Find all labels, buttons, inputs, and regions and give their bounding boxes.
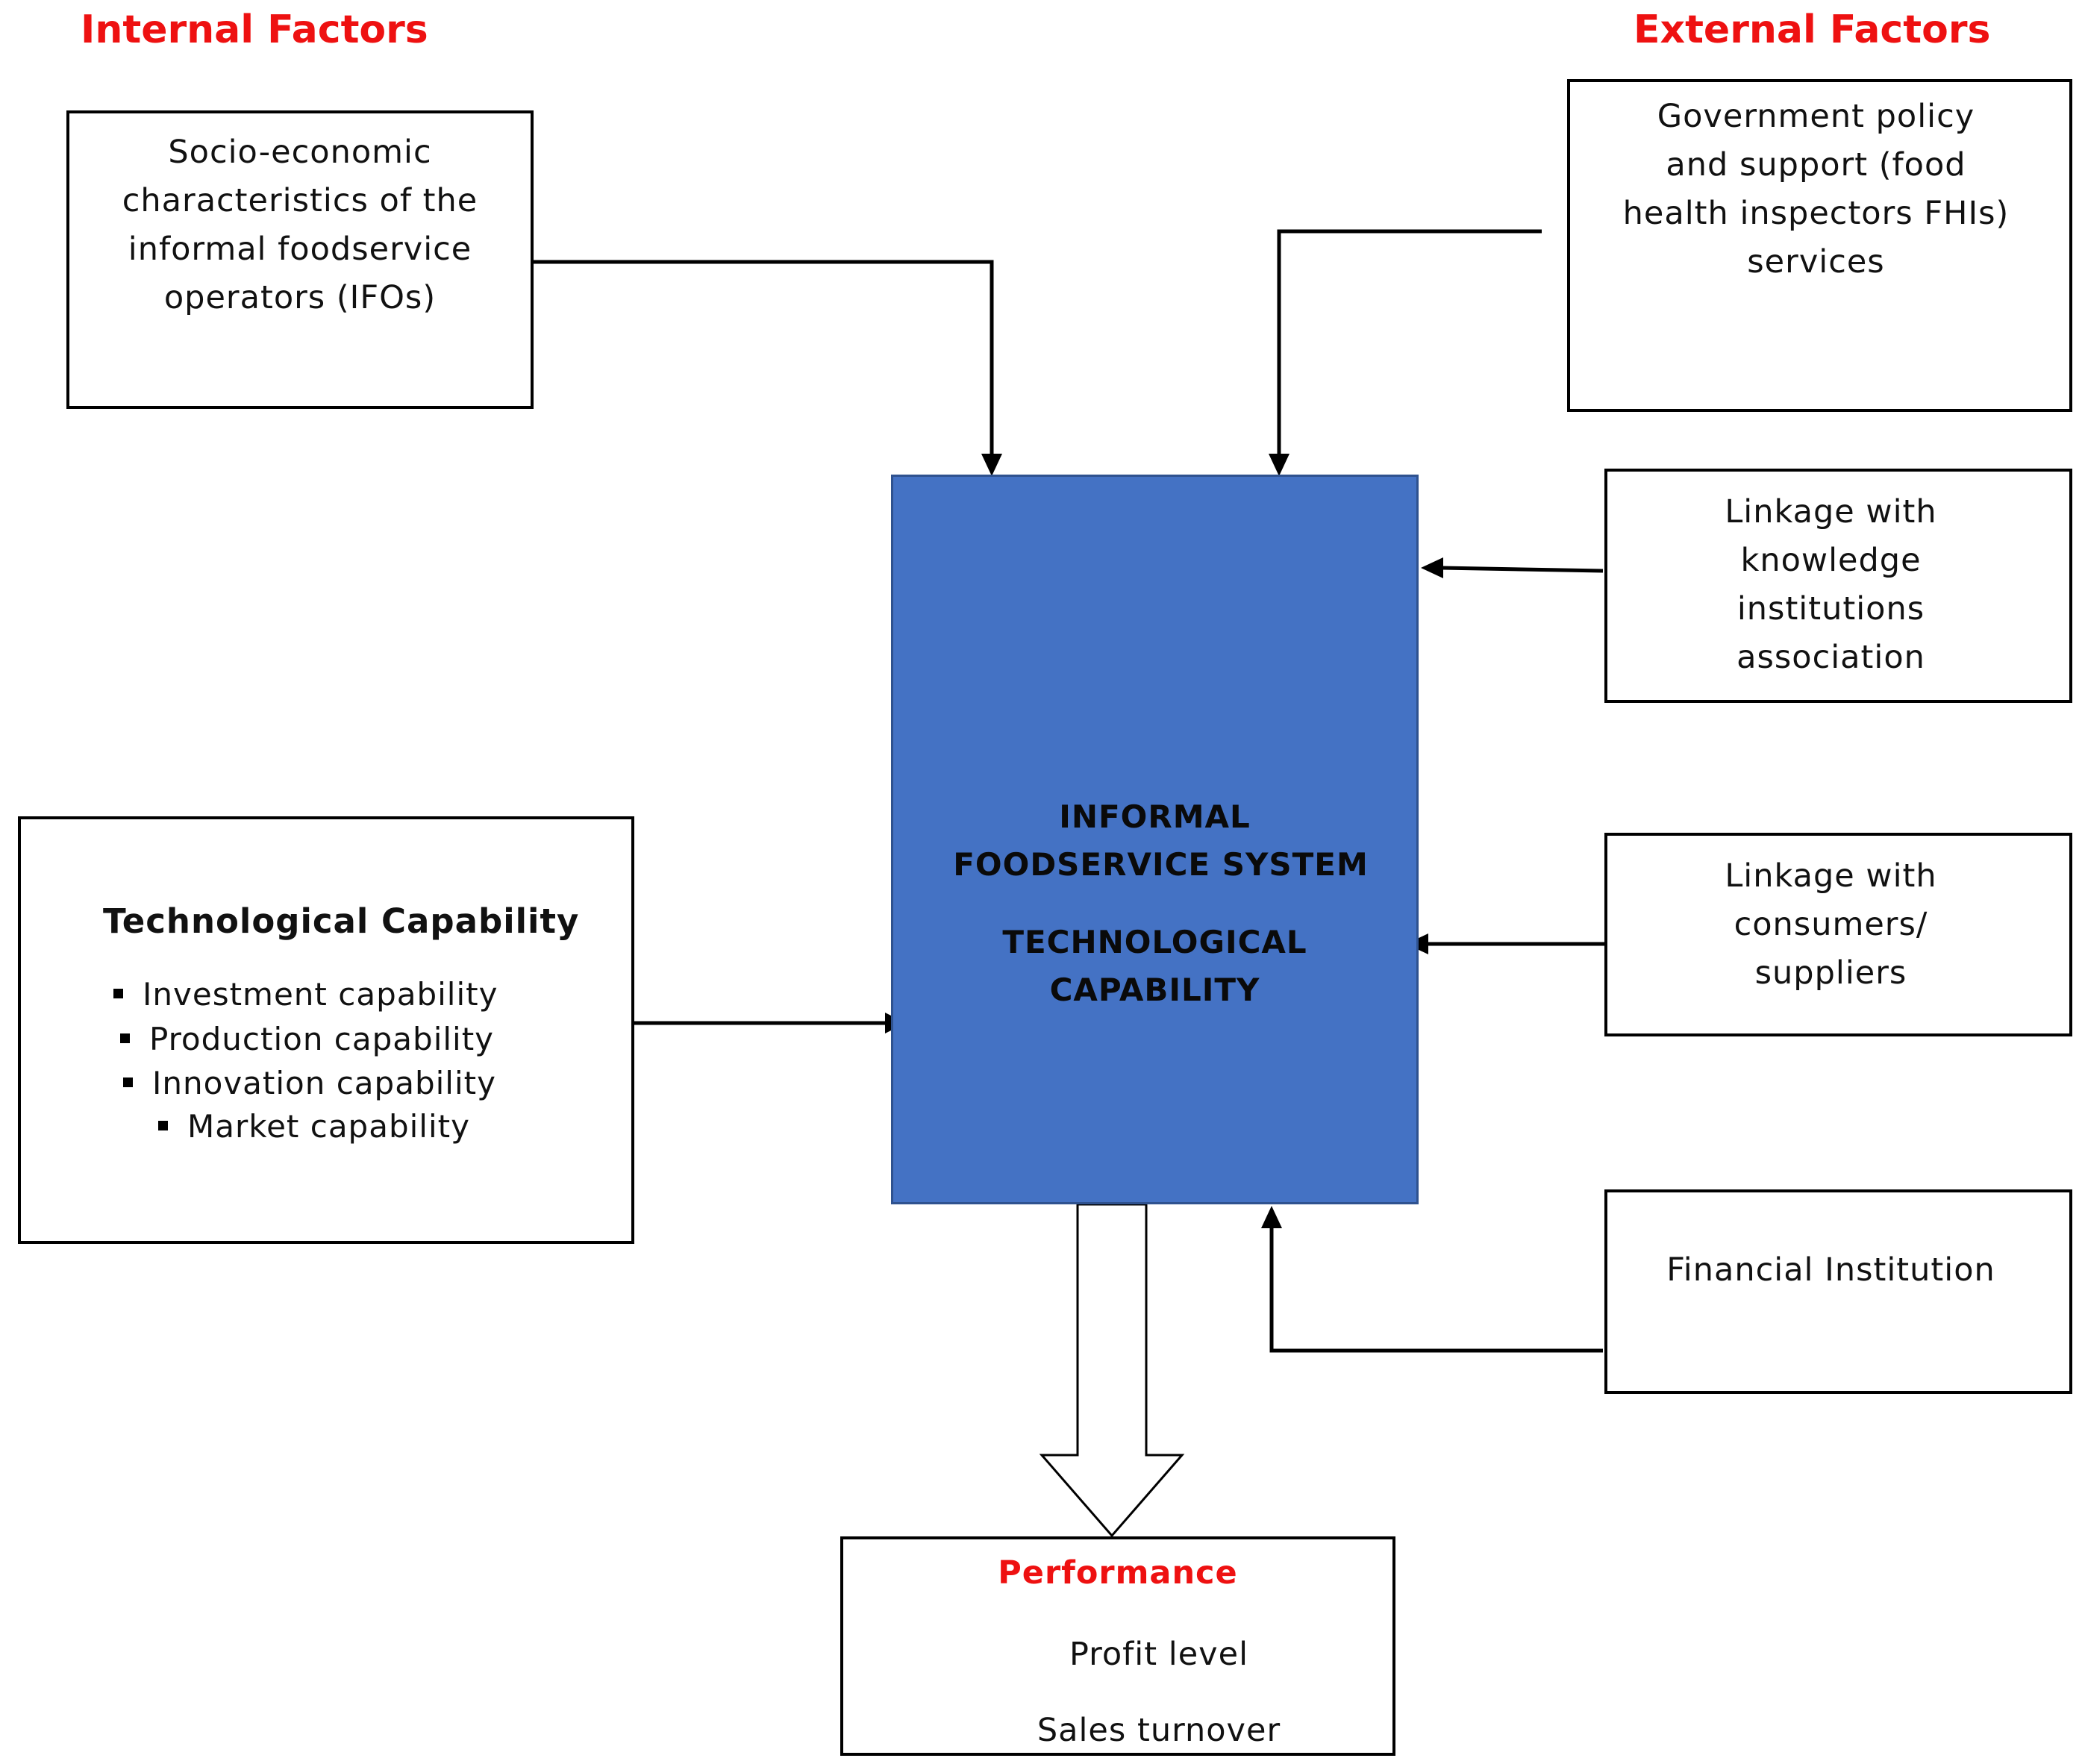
technological-capability-box: Technological Capability Investment capa… [18,816,634,1244]
performance-box: Performance Profit level Sales turnover [840,1536,1395,1756]
consumers-suppliers-box: Linkage with consumers/ suppliers [1604,833,2072,1036]
socio-line-2: characteristics of the [122,182,478,219]
system-line-2: FOODSERVICE SYSTEM [953,846,1369,883]
external-factors-heading: External Factors [1634,7,1991,52]
government-line-2: and support (food [1666,146,1966,184]
tech-item-investment: Investment capability [113,976,498,1013]
arrowhead-knowledge [1421,557,1443,578]
internal-factors-heading: Internal Factors [81,7,428,52]
government-line-4: services [1747,243,1885,281]
knowledge-line-3: institutions [1736,590,1925,628]
bullet-square-icon [123,1078,133,1087]
tech-item-production: Production capability [120,1021,494,1057]
bullet-square-icon [158,1121,168,1130]
tech-capability-title: Technological Capability [103,901,580,941]
output-arrow-to-performance [1039,1203,1185,1538]
arrow-socio-to-system [533,260,994,455]
government-line-3: health inspectors FHIs) [1622,195,2010,232]
socio-economic-box: Socio-economic characteristics of the in… [66,110,534,409]
performance-profit-level: Profit level [1069,1636,1249,1673]
tech-item-market: Market capability [158,1108,470,1145]
socio-line-3: informal foodservice [128,231,472,268]
socio-line-4: operators (IFOs) [163,279,437,316]
knowledge-line-4: association [1736,639,1925,676]
arrow-government-to-system [1277,229,1542,455]
bullet-square-icon [120,1033,130,1043]
arrowhead-financial [1261,1206,1282,1228]
arrowhead-government [1269,454,1289,476]
financial-institution-box: Financial Institution [1604,1189,2072,1394]
socio-line-1: Socio-economic [168,134,432,171]
system-line-1: INFORMAL [1059,798,1251,835]
financial-label: Financial Institution [1666,1251,1995,1289]
consumers-line-3: suppliers [1754,954,1907,992]
government-policy-box: Government policy and support (food heal… [1567,79,2072,412]
knowledge-institutions-box: Linkage with knowledge institutions asso… [1604,469,2072,703]
knowledge-line-1: Linkage with [1725,493,1937,531]
arrow-knowledge-to-system [1441,566,1604,573]
arrowhead-socio [981,454,1002,476]
government-line-1: Government policy [1657,98,1975,135]
performance-title: Performance [998,1554,1238,1592]
performance-sales-turnover: Sales turnover [1037,1712,1281,1749]
consumers-line-1: Linkage with [1725,857,1937,895]
knowledge-line-2: knowledge [1740,542,1922,579]
arrow-financial-to-system [1269,1227,1603,1353]
consumers-line-2: consumers/ [1734,906,1928,943]
system-line-4: CAPABILITY [1049,972,1260,1008]
bullet-square-icon [113,989,123,998]
informal-foodservice-system-box: INFORMAL FOODSERVICE SYSTEM TECHNOLOGICA… [891,475,1419,1204]
tech-item-innovation: Innovation capability [123,1065,496,1101]
system-line-3: TECHNOLOGICAL [1002,924,1307,960]
